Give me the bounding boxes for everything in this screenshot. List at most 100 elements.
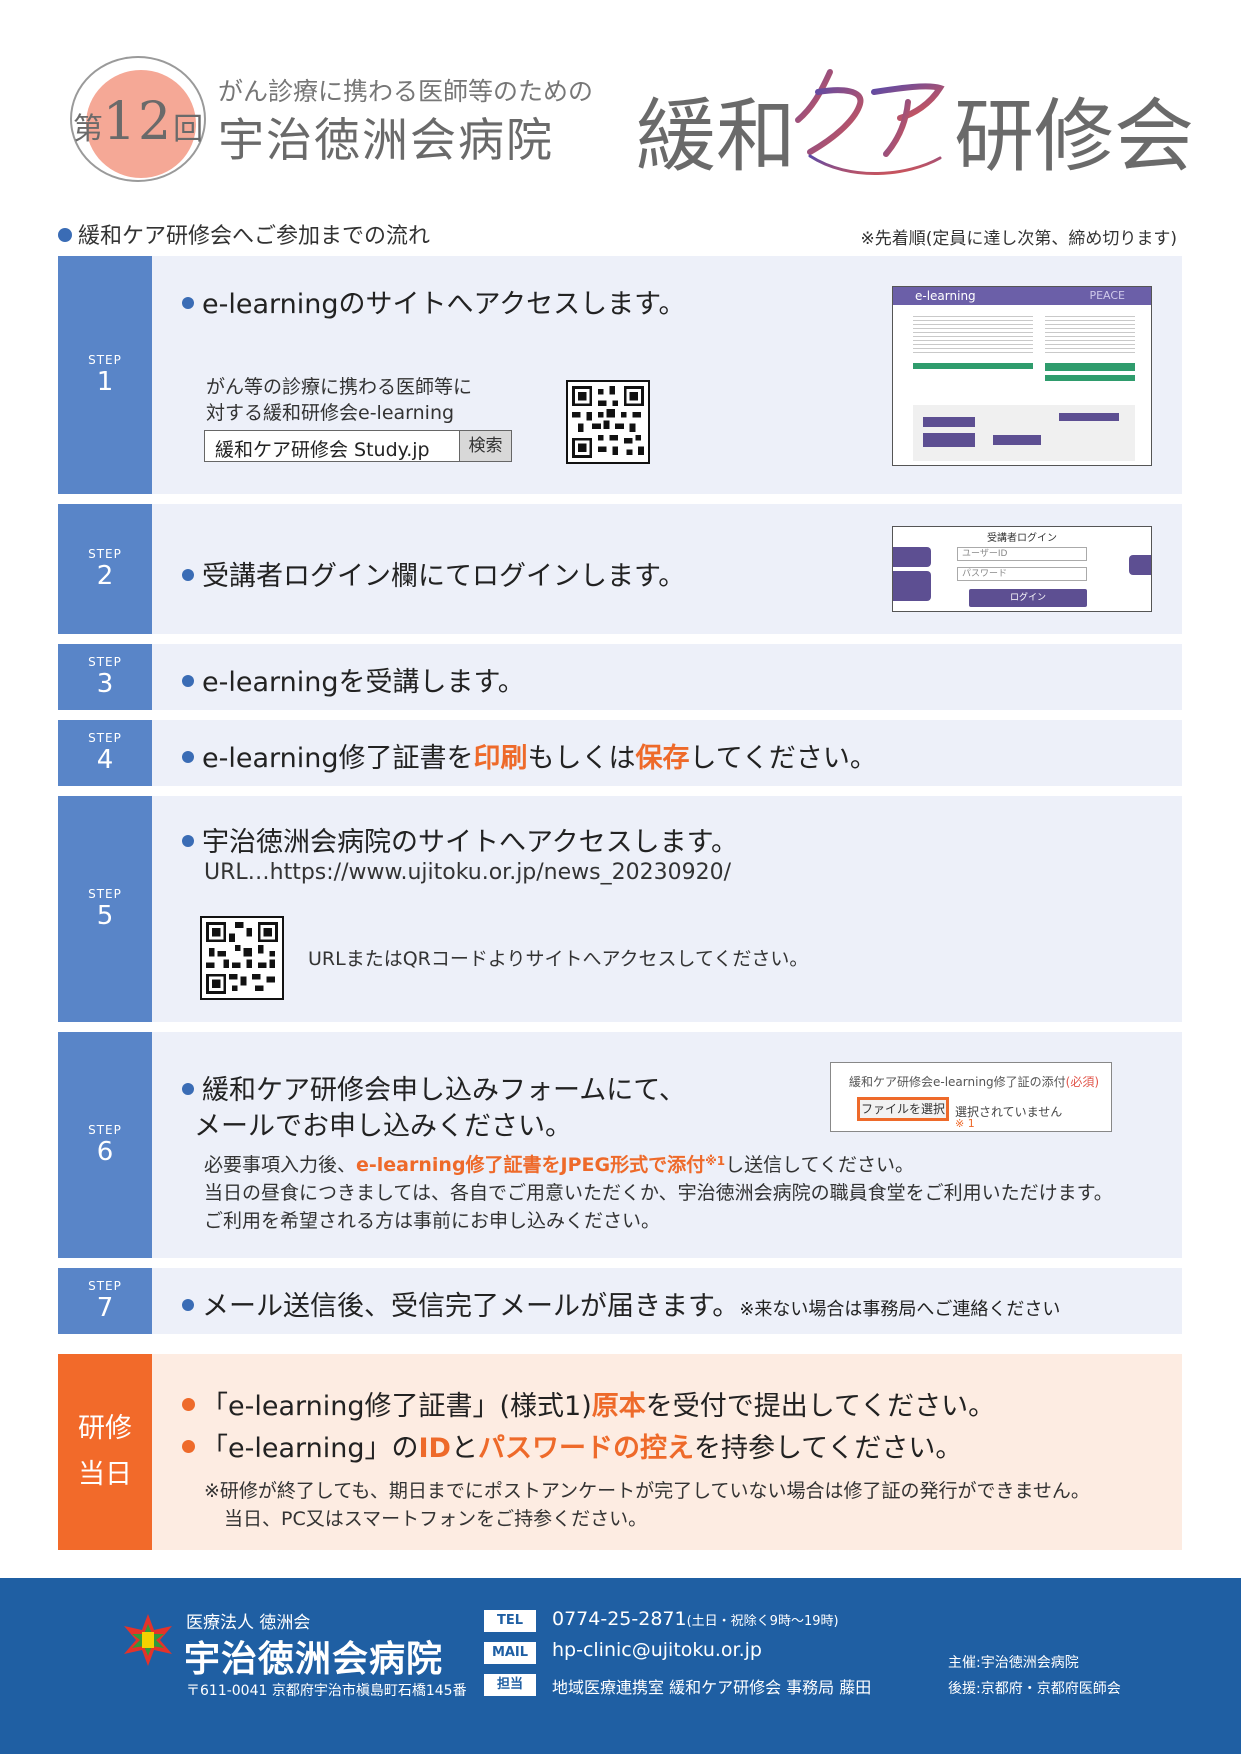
training-day: 研修 当日 「e-learning修了証書」(様式1)原本を受付で提出してくださ… (58, 1354, 1182, 1550)
thumb-title: e-learning (915, 289, 976, 303)
thumb-button (923, 433, 975, 447)
attachment-form-thumbnail: 緩和ケア研修会e-learning修了証の添付(必須) ファイルを選択 選択され… (830, 1062, 1112, 1132)
form-required: (必須) (1065, 1075, 1100, 1089)
training-day-tab-line1: 研修 (78, 1413, 132, 1444)
step-1-desc-line2: 対する緩和研修会e-learning (206, 402, 455, 424)
search-button[interactable]: 検索 (459, 431, 511, 461)
step-label: STEP (88, 1123, 122, 1137)
form-label: 緩和ケア研修会e-learning修了証の添付(必須) (849, 1073, 1099, 1090)
step-6-desc1-b: e-learning修了証書をJPEG形式で添付 (356, 1154, 706, 1176)
thumb-login-button: ログイン (969, 589, 1087, 607)
step-1: STEP 1 e-learningのサイトへアクセスします。 がん等の診療に携わ… (58, 256, 1182, 494)
step-6-desc1-mark: ※1 (705, 1154, 726, 1168)
thumb-side-button (893, 547, 931, 567)
step-6-text-line2: メールでお申し込みください。 (194, 1111, 572, 1142)
flow-heading: 緩和ケア研修会へご参加までの流れ (58, 218, 430, 250)
training-day-line1-a: 「e-learning修了証書」(様式1) (201, 1391, 592, 1422)
step-label: STEP (88, 353, 122, 367)
footer-tel[interactable]: 0774-25-2871(土日・祝除く9時〜19時) (552, 1608, 839, 1630)
step-6-text-line1: 緩和ケア研修会申し込みフォームにて、 (182, 1068, 686, 1107)
header-subtitle: がん診療に携わる医師等のための (218, 77, 594, 106)
training-day-note2: 当日、PC又はスマートフォンをご持参ください。 (224, 1508, 648, 1530)
step-7: STEP 7 メール送信後、受信完了メールが届きます。※来ない場合は事務局へご連… (58, 1268, 1182, 1334)
step-1-text: e-learningのサイトへアクセスします。 (182, 282, 685, 321)
training-day-original: 原本 (591, 1391, 646, 1422)
step-number: 1 (96, 367, 114, 397)
step-2-text: 受講者ログイン欄にてログインします。 (182, 554, 685, 593)
thumb-button (993, 435, 1041, 445)
badge-prefix: 第 (72, 112, 103, 147)
step-3: STEP 3 e-learningを受講します。 (58, 644, 1182, 710)
contact-tag: 担当 (484, 1674, 536, 1696)
thumb-button (1059, 413, 1119, 421)
step-5-text: 宇治徳洲会病院のサイトへアクセスします。 (182, 820, 738, 859)
training-day-line2-a: 「e-learning」の (201, 1433, 419, 1464)
step-4-save: 保存 (635, 743, 690, 774)
hospital-url[interactable]: URL…https://www.ujitoku.or.jp/news_20230… (204, 860, 732, 885)
training-day-tab: 研修 当日 (58, 1354, 152, 1550)
tel-tag: TEL (484, 1610, 536, 1632)
bullet-icon (182, 569, 194, 581)
step-label: STEP (88, 1279, 122, 1293)
step-7-text-content: メール送信後、受信完了メールが届きます。 (202, 1291, 740, 1322)
step-4: STEP 4 e-learning修了証書を印刷もしくは保存してください。 (58, 720, 1182, 786)
qr-code-elearning[interactable] (566, 380, 650, 464)
tel-hours: (土日・祝除く9時〜19時) (686, 1614, 839, 1629)
training-day-line2-c: と (450, 1433, 478, 1464)
badge-number: 12 (102, 92, 174, 152)
bullet-icon (182, 835, 194, 847)
heading-dot-icon (58, 228, 72, 242)
training-day-password: パスワードの控え (477, 1433, 694, 1464)
step-6-text-line1-content: 緩和ケア研修会申し込みフォームにて、 (202, 1075, 686, 1106)
step-4-text-a: e-learning修了証書を (202, 743, 474, 774)
qr-code-icon (572, 386, 644, 458)
training-day-line1: 「e-learning修了証書」(様式1)原本を受付で提出してください。 (182, 1384, 995, 1423)
qr-code-hospital[interactable] (200, 916, 284, 1000)
orange-bullet-icon (182, 1398, 195, 1411)
step-6-desc1-c: し送信してください。 (725, 1154, 915, 1176)
thumb-text-block (913, 313, 1033, 353)
flow-note: ※先着順(定員に達し次第、締め切ります) (860, 229, 1177, 249)
form-label-text: 緩和ケア研修会e-learning修了証の添付 (849, 1075, 1066, 1089)
footer: 医療法人 徳洲会 宇治徳洲会病院 〒611-0041 京都府宇治市槇島町石橋14… (0, 1578, 1241, 1754)
step-2-tab: STEP 2 (58, 504, 152, 634)
training-day-line1-c: を受付で提出してください。 (645, 1391, 996, 1422)
step-label: STEP (88, 547, 122, 561)
step-4-text-e: してください。 (689, 743, 877, 774)
step-7-note: ※来ない場合は事務局へご連絡ください (739, 1299, 1061, 1320)
step-number: 6 (96, 1137, 114, 1167)
training-day-note1: ※研修が終了しても、期日までにポストアンケートが完了していない場合は修了証の発行… (204, 1480, 1090, 1502)
step-5-qr-note: URLまたはQRコードよりサイトへアクセスしてください。 (308, 948, 809, 970)
flow-heading-text: 緩和ケア研修会へご参加までの流れ (78, 224, 431, 249)
step-label: STEP (88, 887, 122, 901)
tel-number: 0774-25-2871 (552, 1608, 687, 1630)
thumb-text-block (1045, 313, 1135, 353)
step-number: 7 (96, 1293, 114, 1323)
step-6: STEP 6 緩和ケア研修会申し込みフォームにて、 メールでお申し込みください。… (58, 1032, 1182, 1258)
footer-host: 主催:宇治徳洲会病院 (948, 1655, 1079, 1671)
thumb-button (923, 417, 975, 427)
step-7-text: メール送信後、受信完了メールが届きます。※来ない場合は事務局へご連絡ください (182, 1284, 1060, 1323)
footer-hospital-name: 宇治徳洲会病院 (184, 1638, 444, 1680)
step-4-text: e-learning修了証書を印刷もしくは保存してください。 (182, 736, 877, 775)
step-6-desc2: 当日の昼食につきましては、各自でご用意いただくか、宇治徳洲会病院の職員食堂をご利… (204, 1182, 1113, 1204)
step-1-tab: STEP 1 (58, 256, 152, 494)
step-number: 5 (96, 901, 114, 931)
step-1-desc-line1: がん等の診療に携わる医師等に (206, 376, 473, 398)
form-status: 選択されていません (955, 1105, 1063, 1119)
title-right: 研修会 (954, 90, 1194, 183)
thumb-login-title: 受講者ログイン (987, 533, 1057, 544)
footer-contact: 地域医療連携室 緩和ケア研修会 事務局 藤田 (552, 1678, 872, 1697)
thumb-user-field: ユーザーID (957, 547, 1087, 561)
care-logo-icon (795, 69, 945, 175)
search-box[interactable]: 緩和ケア研修会 Study.jp 検索 (204, 430, 512, 462)
orange-bullet-icon (182, 1440, 195, 1453)
footer-mail[interactable]: hp-clinic@ujitoku.or.jp (552, 1639, 762, 1661)
training-day-line2-e: を持参してください。 (693, 1433, 963, 1464)
step-3-tab: STEP 3 (58, 644, 152, 710)
search-query: 緩和ケア研修会 Study.jp (215, 439, 430, 461)
qr-code-icon (206, 922, 278, 994)
edition-badge: 第12回 (68, 92, 208, 152)
